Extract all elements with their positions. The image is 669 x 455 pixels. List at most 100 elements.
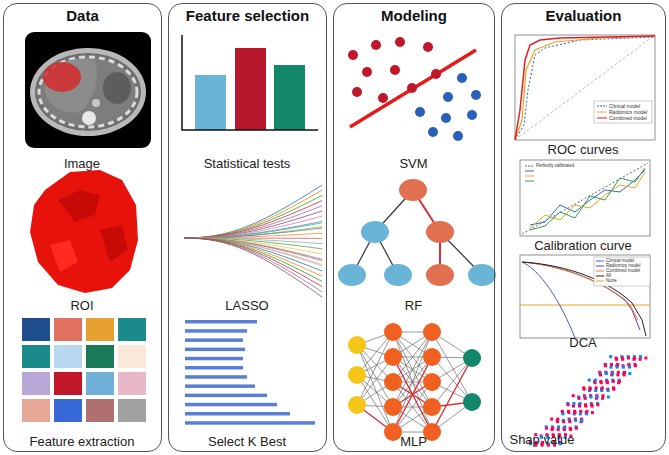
- step-caption: RF: [405, 298, 422, 313]
- neuron: [384, 373, 402, 391]
- feature-cell: [118, 399, 146, 422]
- shap-dot: [618, 380, 621, 383]
- step-caption: ROC curves: [548, 142, 619, 157]
- shap-dot: [607, 389, 610, 392]
- sample-point: [457, 73, 467, 83]
- lasso-path: [184, 211, 322, 238]
- feature-cell: [86, 372, 114, 395]
- shap-dot: [595, 386, 598, 389]
- legend-label: Perfectly calibrated: [536, 164, 574, 169]
- lasso-path: [184, 223, 322, 238]
- shap-dot: [617, 371, 620, 374]
- step-caption: Select K Best: [208, 434, 286, 449]
- legend-label: None: [606, 279, 617, 284]
- shap-dot: [606, 381, 609, 384]
- lasso-path: [184, 185, 322, 238]
- feature-cell: [22, 372, 50, 395]
- shap-dot: [621, 358, 624, 361]
- step-item: ROI: [13, 171, 152, 313]
- shap-dot: [633, 357, 636, 360]
- feature-cell: [86, 318, 114, 341]
- shap-dot: [551, 427, 554, 430]
- shap-dot: [584, 397, 587, 400]
- lasso-path: [184, 195, 322, 238]
- svm-scatter: [348, 37, 481, 141]
- neuron: [423, 323, 441, 341]
- feature-cell: [118, 372, 146, 395]
- sample-point: [423, 42, 433, 52]
- panel-title: Data: [4, 7, 161, 24]
- shap-dot: [628, 366, 631, 369]
- shap-dot: [591, 405, 594, 408]
- shap-dot: [563, 428, 566, 431]
- step-item: Image: [13, 30, 152, 171]
- legend-label: Clinical model: [609, 104, 640, 109]
- shap-dot: [569, 428, 572, 431]
- shap-dot: [601, 386, 604, 389]
- feature-cell: [118, 318, 146, 341]
- step-caption: SVM: [399, 156, 427, 171]
- sample-point: [362, 67, 372, 77]
- shap-dot: [562, 420, 565, 423]
- shap-dot: [596, 396, 599, 399]
- shap-dot: [572, 394, 575, 397]
- score-bar: [185, 366, 243, 370]
- sample-point: [471, 90, 481, 100]
- score-bar: [185, 421, 315, 425]
- shap-dot: [579, 410, 582, 413]
- lasso-path: [184, 216, 322, 238]
- shap-dot: [588, 379, 591, 382]
- shap-dot: [586, 410, 589, 413]
- lasso-path: [184, 227, 322, 238]
- shap-dot: [579, 402, 582, 405]
- legend-label: Radiomics model: [606, 264, 641, 269]
- shap-dot: [639, 355, 642, 358]
- neuron: [384, 423, 402, 441]
- shap-dot: [594, 379, 597, 382]
- shap-dot: [602, 394, 605, 397]
- net-link: [432, 332, 472, 402]
- neuron: [423, 348, 441, 366]
- feature-grid: [22, 318, 146, 422]
- kbest-bars: [185, 320, 315, 425]
- step-item: ROC curves: [505, 28, 662, 157]
- mlp-network: [348, 323, 481, 441]
- lasso-path: [184, 190, 322, 238]
- shap-dot: [590, 396, 593, 399]
- sample-point: [431, 69, 441, 79]
- score-bar: [185, 357, 243, 361]
- step-item: Shap value: [505, 350, 580, 447]
- neuron: [423, 398, 441, 416]
- sample-point: [390, 65, 400, 75]
- stage-panel: EvaluationROC curvesCalibration curveDCA…: [501, 3, 666, 452]
- step-caption: DCA: [569, 335, 596, 350]
- feature-cell: [54, 345, 82, 368]
- shap-dot: [568, 420, 571, 423]
- roc-plot: [515, 35, 655, 140]
- bar-chart: [182, 35, 318, 130]
- neuron: [384, 348, 402, 366]
- shap-dot: [627, 357, 630, 360]
- step-caption: Image: [64, 156, 100, 171]
- shap-dot: [607, 396, 610, 399]
- score-bar: [185, 320, 257, 324]
- neuron: [463, 349, 481, 367]
- ct-image: [25, 32, 151, 148]
- shap-dot: [594, 389, 597, 392]
- shap-dot: [591, 411, 594, 414]
- lasso-path: [184, 228, 322, 238]
- shap-dot: [610, 363, 613, 366]
- lasso-path: [184, 206, 322, 238]
- stage-panel: Feature selectionStatistical testsLASSOS…: [168, 3, 327, 452]
- lasso-path: [184, 221, 322, 238]
- neuron: [348, 336, 366, 354]
- shap-dot: [644, 357, 647, 360]
- shap-dot: [589, 388, 592, 391]
- legend-label: Radiomics model: [609, 110, 647, 115]
- feature-cell: [54, 318, 82, 341]
- step-caption: Statistical tests: [204, 156, 291, 171]
- net-link: [393, 357, 432, 432]
- score-bar: [185, 375, 247, 379]
- score-bar: [185, 412, 290, 416]
